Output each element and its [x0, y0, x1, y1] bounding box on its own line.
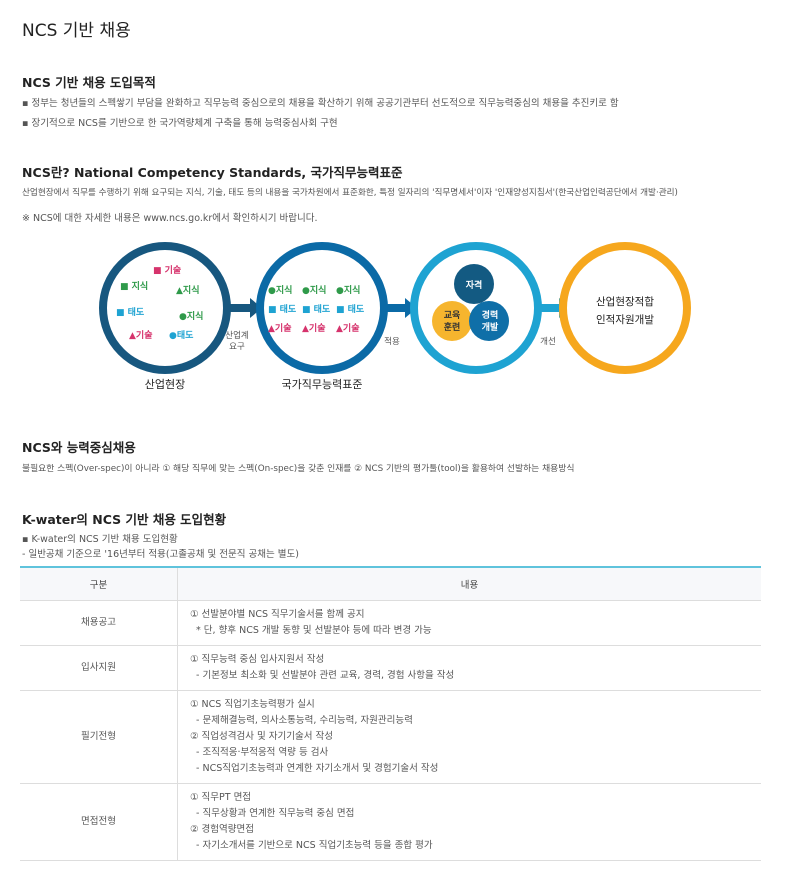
purpose-bullet: ▪ 장기적으로 NCS를 기반으로 한 국가역량체계 구축을 통해 능력중심사회…	[22, 118, 338, 129]
result-circle	[559, 242, 691, 374]
row-content: ① 선발분야별 NCS 직무기술서를 함께 공지 * 단, 향후 NCS 개발 …	[177, 600, 761, 646]
content-line: ② 직업성격검사 및 자기기술서 작성	[190, 731, 333, 742]
svg-text:훈련: 훈련	[444, 321, 461, 333]
row-category: 필기전형	[20, 690, 178, 784]
content-line: - 직무상황과 연계한 직무능력 중심 면접	[190, 808, 355, 819]
ncs-diagram: ■ 기술 ■ 지식 ▲지식 ■ 태도 ●지식 ▲기술 ●태도 산업현장 산업계 …	[99, 242, 691, 391]
svg-text:■ 태도: ■ 태도	[336, 303, 365, 315]
arrow-label: 적용	[384, 336, 400, 347]
item-knowledge: ▲지식	[176, 284, 199, 296]
col-header: 내용	[177, 566, 761, 601]
svg-text:▲기술: ▲기술	[336, 322, 359, 334]
content-line: - 조직적응·부적응적 역량 등 검사	[190, 747, 329, 758]
svg-text:■ 태도: ■ 태도	[302, 303, 331, 315]
industry-circle	[99, 242, 231, 374]
item-knowledge: ●지식	[179, 310, 203, 322]
item-skill: ▲기술	[129, 329, 152, 341]
table-row: 면접전형 ① 직무PT 면접 - 직무상황과 연계한 직무능력 중심 면접 ② 경험…	[20, 783, 761, 861]
ncs-description: 산업현장에서 직무를 수행하기 위해 요구되는 지식, 기술, 태도 등의 내용…	[22, 188, 678, 198]
svg-text:▲기술: ▲기술	[302, 322, 325, 334]
item-knowledge: ■ 지식	[120, 280, 148, 292]
industry-label: 산업현장	[145, 378, 185, 391]
row-content: ① NCS 직업기초능력평가 실시 - 문제해결능력, 의사소통능력, 수리능력…	[177, 690, 761, 784]
row-category: 면접전형	[20, 783, 178, 861]
purpose-heading: NCS 기반 채용 도입목적	[22, 75, 156, 90]
item-attitude: ●태도	[169, 329, 194, 341]
ncs-heading: NCS란? National Competency Standards, 국가직…	[22, 165, 403, 180]
content-line: - 기본정보 최소화 및 선발분야 관련 교육, 경력, 경험 사항을 작성	[190, 670, 455, 681]
item-skill: ■ 기술	[153, 264, 181, 276]
ncs-circle	[256, 242, 388, 374]
qualification-label: 자격	[466, 279, 483, 291]
arrow-label: 개선	[540, 336, 556, 347]
col-header: 구분	[20, 566, 178, 601]
content-line: - NCS직업기초능력과 연계한 자기소개서 및 경험기술서 작성	[190, 763, 439, 774]
kwater-heading: K-water의 NCS 기반 채용 도입현황	[22, 512, 227, 527]
row-category: 입사지원	[20, 645, 178, 691]
svg-text:●지식: ●지식	[268, 284, 292, 296]
row-content: ① 직무능력 중심 입사지원서 작성 - 기본정보 최소화 및 선발분야 관련 …	[177, 645, 761, 691]
svg-text:●지식: ●지식	[336, 284, 360, 296]
purpose-bullet: ▪ 정부는 청년들의 스펙쌓기 부담을 완화하고 직무능력 중심으로의 채용을 …	[22, 98, 619, 109]
kwater-bullet: ▪ K-water의 NCS 기반 채용 도입현황	[22, 534, 178, 545]
content-line: * 단, 향후 NCS 개발 동향 및 선발분야 등에 따라 변경 가능	[190, 625, 432, 636]
content-line: ① 직무능력 중심 입사지원서 작성	[190, 654, 325, 665]
ncs-note: ※ NCS에 대한 자세한 내용은 www.ncs.go.kr에서 확인하시기 …	[22, 213, 318, 224]
education-label: 교육	[444, 310, 461, 321]
competency-description: 불필요한 스펙(Over-spec)이 아니라 ① 해당 직무에 맞는 스펙(O…	[22, 464, 575, 474]
career-label: 경력	[482, 309, 499, 321]
content-line: ① NCS 직업기초능력평가 실시	[190, 699, 315, 710]
result-label: 인적자원개발	[596, 314, 654, 326]
svg-text:●지식: ●지식	[302, 284, 326, 296]
result-label: 산업현장적합	[596, 295, 654, 308]
content-line: ① 선발분야별 NCS 직무기술서를 함께 공지	[190, 609, 365, 620]
content-line: ① 직무PT 면접	[190, 792, 252, 803]
content-line: ② 경험역량면접	[190, 824, 254, 835]
row-content: ① 직무PT 면접 - 직무상황과 연계한 직무능력 중심 면접 ② 경험역량면접…	[177, 783, 761, 861]
svg-text:▲기술: ▲기술	[268, 322, 291, 334]
content-line: - 문제해결능력, 의사소통능력, 수리능력, 자원관리능력	[190, 715, 413, 726]
row-category: 채용공고	[20, 600, 178, 646]
svg-text:개발: 개발	[482, 321, 499, 333]
content-line: - 자기소개서를 기반으로 NCS 직업기초능력 등을 종합 평가	[190, 840, 433, 851]
competency-heading: NCS와 능력중심채용	[22, 440, 136, 455]
svg-text:■ 태도: ■ 태도	[268, 303, 297, 315]
arrow-label: 산업계	[225, 330, 248, 341]
page-title: NCS 기반 채용	[22, 21, 131, 41]
item-attitude: ■ 태도	[116, 306, 145, 318]
arrow-label: 요구	[229, 342, 245, 352]
ncs-label: 국가직무능력표준	[282, 378, 363, 391]
kwater-sub: - 일반공채 기준으로 '16년부터 적용(고졸공채 및 전문직 공채는 별도)	[22, 549, 299, 560]
